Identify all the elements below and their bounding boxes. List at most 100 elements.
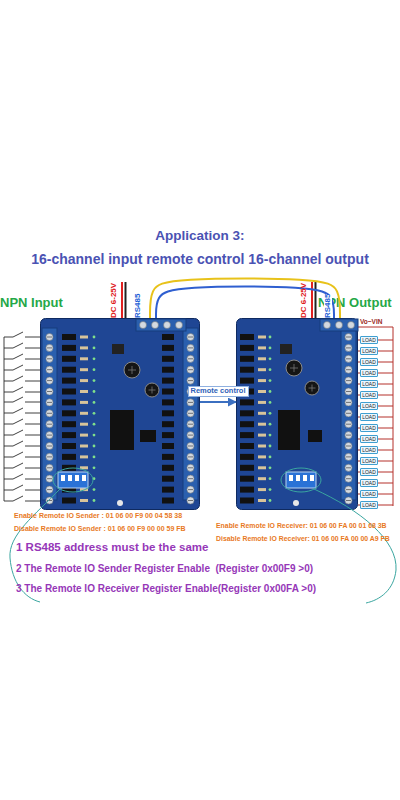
resistor <box>80 379 88 382</box>
screw-slot <box>346 347 351 348</box>
dip-toggle <box>289 475 293 481</box>
remote-control-arrow <box>200 401 236 403</box>
dip-toggle <box>68 475 72 481</box>
optocoupler <box>240 345 254 351</box>
load-box: LOAD <box>360 424 378 432</box>
load-label: LOAD <box>361 425 377 431</box>
optocoupler <box>240 399 254 405</box>
indicator-led <box>93 466 96 469</box>
indicator-led <box>269 477 272 480</box>
output-wire <box>358 395 360 396</box>
terminal-screw <box>187 399 194 406</box>
load-box: LOAD <box>360 413 378 421</box>
terminal-screw <box>46 410 53 417</box>
resistor <box>80 346 88 349</box>
indicator-led <box>93 357 96 360</box>
load-box: LOAD <box>360 446 378 454</box>
resistor <box>258 434 266 437</box>
output-wire <box>358 439 360 440</box>
driver-chip <box>162 334 174 340</box>
dip-toggle <box>303 475 307 481</box>
screw-slot <box>47 413 52 414</box>
dip-toggle <box>61 475 65 481</box>
terminal-screw <box>187 432 194 439</box>
driver-chip <box>162 410 174 416</box>
optocoupler <box>240 476 254 482</box>
resistor <box>80 455 88 458</box>
optocoupler <box>240 410 254 416</box>
driver-chip <box>162 443 174 449</box>
capacitor <box>305 381 319 395</box>
indicator-led <box>93 347 96 350</box>
resistor <box>258 455 266 458</box>
resistor <box>80 368 88 371</box>
screw-slot <box>346 478 351 479</box>
terminal-screw <box>46 464 53 471</box>
terminal-screw <box>345 366 352 373</box>
screw-slot <box>47 456 52 457</box>
indicator-led <box>93 488 96 491</box>
dip-switch-highlight <box>281 468 321 492</box>
indicator-led <box>269 357 272 360</box>
screw-slot <box>346 337 351 338</box>
screw-slot <box>188 478 193 479</box>
resistor <box>258 390 266 393</box>
terminal-screw <box>187 464 194 471</box>
capacitor-mark <box>290 364 298 372</box>
screw-slot <box>346 380 351 381</box>
mounting-hole <box>117 500 123 506</box>
screw-slot <box>188 369 193 370</box>
dip-toggle <box>75 475 79 481</box>
terminal-screw <box>345 421 352 428</box>
driver-chip <box>162 367 174 373</box>
optocoupler <box>62 334 76 340</box>
resistor <box>80 488 88 491</box>
terminal-screw <box>345 388 352 395</box>
screw-slot <box>47 467 52 468</box>
indicator-led <box>93 434 96 437</box>
screw-slot <box>346 489 351 490</box>
output-wire <box>358 351 360 352</box>
indicator-led <box>269 379 272 382</box>
power-wire-negative <box>315 282 317 318</box>
terminal-screw <box>187 410 194 417</box>
subtitle: 16-channel input remote control 16-chann… <box>0 251 400 267</box>
load-label: LOAD <box>361 436 377 442</box>
screw-slot <box>188 435 193 436</box>
terminal-screw <box>46 377 53 384</box>
screw-slot <box>346 456 351 457</box>
terminal-screw <box>46 388 53 395</box>
screw-slot <box>47 337 52 338</box>
terminal-screw <box>46 366 53 373</box>
terminal-screw <box>176 322 183 329</box>
load-box: LOAD <box>360 468 378 476</box>
screw-slot <box>47 424 52 425</box>
terminal-screw <box>187 442 194 449</box>
terminal-screw <box>187 421 194 428</box>
terminal-screw <box>187 486 194 493</box>
load-label: LOAD <box>361 447 377 453</box>
screw-slot <box>47 446 52 447</box>
indicator-led <box>93 423 96 426</box>
resistor <box>80 499 88 502</box>
output-wire <box>358 384 360 385</box>
resistor <box>80 466 88 469</box>
optocoupler <box>62 443 76 449</box>
optocoupler <box>240 498 254 504</box>
screw-slot <box>47 380 52 381</box>
note-text: 1 RS485 address must be the same <box>16 541 208 554</box>
optocoupler <box>240 367 254 373</box>
resistor <box>80 336 88 339</box>
load-box: LOAD <box>360 435 378 443</box>
dip-toggle <box>310 475 314 481</box>
terminal-block <box>341 328 356 500</box>
driver-chip <box>162 356 174 362</box>
output-wire <box>358 472 360 473</box>
resistor <box>258 412 266 415</box>
load-label: LOAD <box>361 469 377 475</box>
terminal-screw <box>336 322 343 329</box>
transceiver-chip <box>308 430 322 442</box>
optocoupler <box>62 432 76 438</box>
screw-slot <box>188 456 193 457</box>
output-wire <box>358 494 360 495</box>
